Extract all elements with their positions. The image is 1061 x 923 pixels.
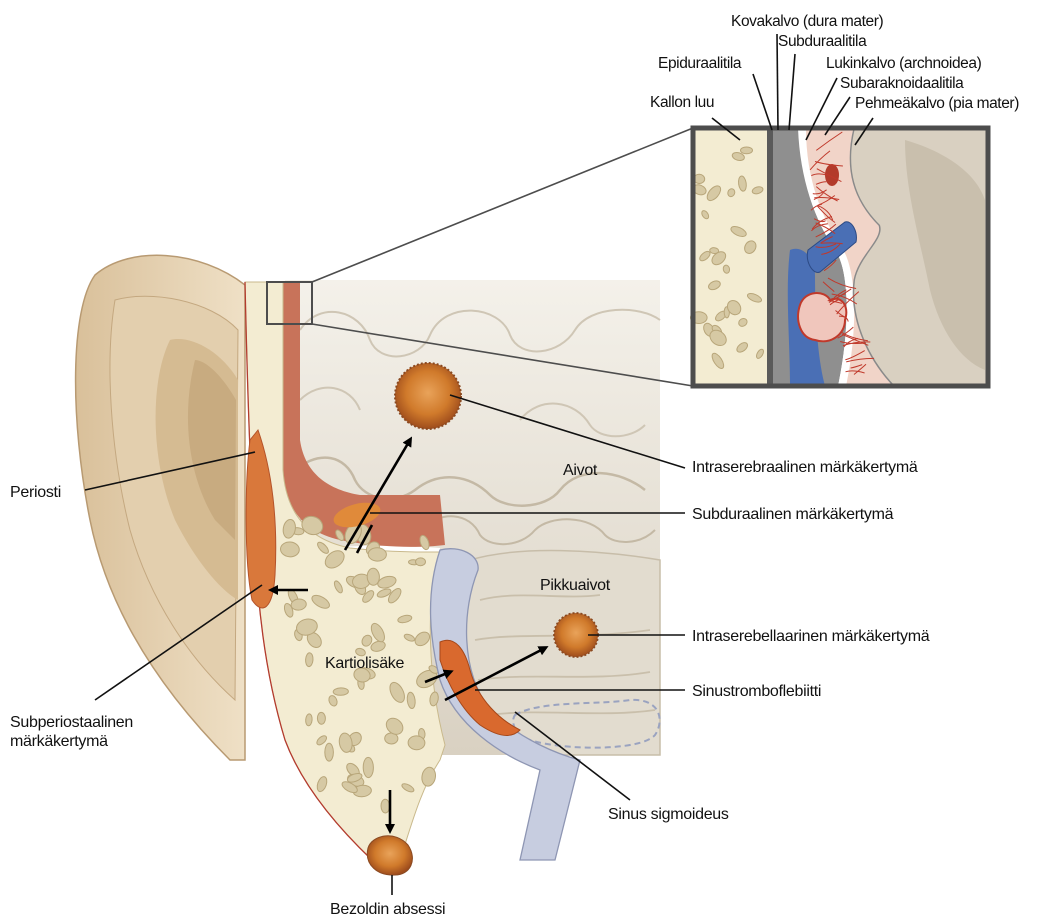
inset-panel (690, 128, 988, 386)
label-bezoldin: Bezoldin absessi (330, 901, 445, 918)
air-cell (317, 712, 325, 724)
air-cell (415, 558, 425, 566)
air-cell (367, 568, 380, 585)
label-pehmeakalvo: Pehmeäkalvo (pia mater) (855, 95, 1019, 112)
label-sinus-sigmoideus: Sinus sigmoideus (608, 806, 729, 823)
label-kartiolisake: Kartiolisäke (325, 655, 405, 672)
label-sinustromboflebiitti: Sinustromboflebiitti (692, 683, 821, 700)
air-cell (333, 688, 348, 696)
label-lukinkalvo: Lukinkalvo (archnoidea) (826, 55, 982, 72)
label-subduraalitila: Subduraalitila (778, 33, 867, 50)
label-subperiostaalinen-2: märkäkertymä (10, 733, 108, 750)
label-kallon-luu: Kallon luu (650, 94, 714, 111)
air-cell (363, 757, 374, 777)
label-intraserebraalinen: Intraserebraalinen märkäkertymä (692, 459, 918, 476)
label-epiduraalitila: Epiduraalitila (658, 55, 742, 72)
label-intraserebellaarinen: Intraserebellaarinen märkäkertymä (692, 628, 930, 645)
label-kovakalvo: Kovakalvo (dura mater) (731, 13, 884, 30)
label-pikkuaivot: Pikkuaivot (540, 577, 611, 594)
label-subaraknoidaalitila: Subaraknoidaalitila (840, 75, 964, 92)
air-cell (408, 735, 425, 750)
label-periosti: Periosti (10, 484, 61, 501)
pinna (76, 255, 245, 760)
air-cell (325, 743, 334, 761)
label-aivot: Aivot (563, 462, 598, 479)
air-cell (368, 547, 387, 561)
air-cell (741, 147, 753, 154)
label-subperiostaalinen-1: Subperiostaalinen (10, 714, 133, 731)
label-subduraalinen: Subduraalinen märkäkertymä (692, 506, 894, 523)
air-cell (381, 799, 390, 813)
